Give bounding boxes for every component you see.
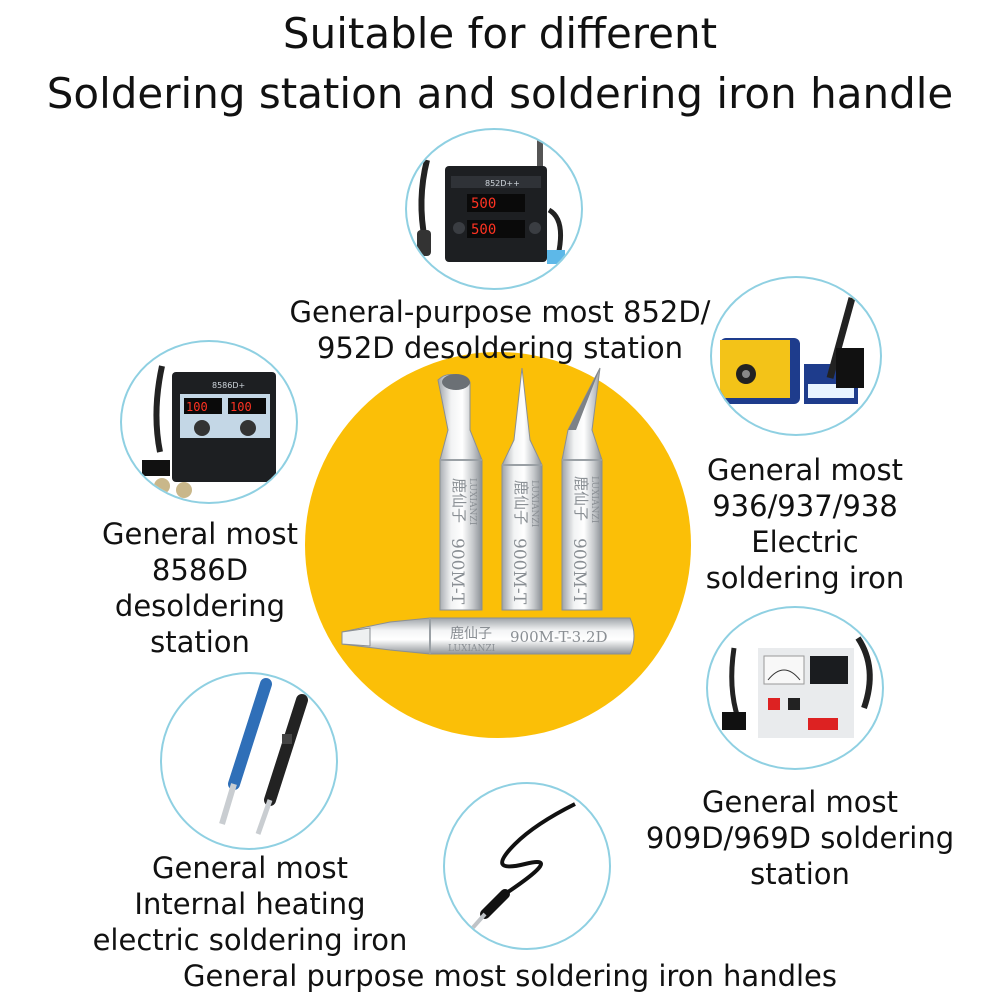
hot-air-station-icon: 852D++ 500 500 [417,140,565,264]
title-line-1: Suitable for different [282,9,718,58]
caption-8586d: General most 8586D desoldering station [100,516,300,660]
caption-8586d-line-2: 8586D [151,553,249,587]
tip4-brand-cn: 鹿仙子 [450,625,492,642]
tip4-model: 900M-T-3.2D [510,628,608,646]
caption-internal-heating-line-1: General most [152,851,348,885]
bubble-852d-station: 852D++ 500 500 [405,128,583,290]
caption-936-line-1: General most [707,453,903,487]
tip-bevel [437,374,483,611]
station-8586-model: 8586D+ [212,381,245,390]
center-circle [305,352,691,738]
bubble-8586d-station: 8586D+ 100 100 [120,340,298,504]
power-supply-station-icon [722,636,873,738]
soldering-iron-icon [219,678,308,835]
tip2-brand-en: LUXIANZI [529,480,539,528]
caption-852d-line-1: General-purpose most 852D/ [289,295,711,329]
iron-station-icon [720,286,864,404]
tip-conical [501,367,543,611]
iron-handle-icon [467,802,576,934]
station-852-display-top: 500 [471,196,496,212]
caption-internal-heating: General most Internal heating electric s… [90,850,410,958]
caption-852d-line-2: 952D desoldering station [316,331,684,365]
tip2-model: 900M-T [509,538,529,605]
tip1-model: 900M-T [447,538,467,605]
bubble-909d-station [706,606,884,770]
caption-handles: General purpose most soldering iron hand… [170,958,850,994]
caption-936: General most 936/937/938 Electric solder… [690,452,920,596]
tip2-brand-cn: 鹿仙子 [512,480,530,525]
caption-852d: General-purpose most 852D/ 952D desolder… [280,294,720,366]
station-8586-display-left: 100 [186,400,208,414]
caption-936-line-3: Electric [751,525,859,559]
caption-909d: General most 909D/969D soldering station [640,784,960,892]
bubble-iron-handle [443,782,611,950]
station-852-display-bottom: 500 [471,222,496,238]
tip3-model: 900M-T [569,538,589,605]
caption-909d-line-2: 909D/969D soldering [645,821,955,855]
caption-936-line-2: 936/937/938 [712,489,898,523]
bubble-936-station [710,276,882,436]
tip4-brand-en: LUXIANZI [448,644,496,654]
caption-8586d-line-3: desoldering [114,589,286,623]
bubble-internal-heating-iron [160,672,338,850]
tip-knife [561,367,603,611]
caption-internal-heating-line-3: electric soldering iron [92,923,408,957]
caption-handles-line-1: General purpose most soldering iron hand… [182,959,837,993]
station-8586-display-right: 100 [230,400,252,414]
desoldering-station-icon: 8586D+ 100 100 [142,365,276,498]
tip1-brand-cn: 鹿仙子 [450,478,468,523]
station-852-model: 852D++ [485,179,520,188]
caption-8586d-line-1: General most [102,517,298,551]
title-line-2: Soldering station and soldering iron han… [46,69,954,118]
caption-936-line-4: soldering iron [705,561,905,595]
tip-chisel: 鹿仙子 LUXIANZI 900M-T-3.2D [341,617,635,655]
tip3-brand-cn: 鹿仙子 [572,476,590,521]
soldering-tips-illustration: 鹿仙子 LUXIANZI 900M-T 鹿仙子 LUXIANZI 900M-T … [341,367,635,655]
caption-909d-line-1: General most [702,785,898,819]
caption-8586d-line-4: station [150,625,250,659]
tip1-brand-en: LUXIANZI [467,478,477,526]
caption-internal-heating-line-2: Internal heating [134,887,366,921]
tip3-brand-en: LUXIANZI [589,476,599,524]
caption-909d-line-3: station [750,857,850,891]
